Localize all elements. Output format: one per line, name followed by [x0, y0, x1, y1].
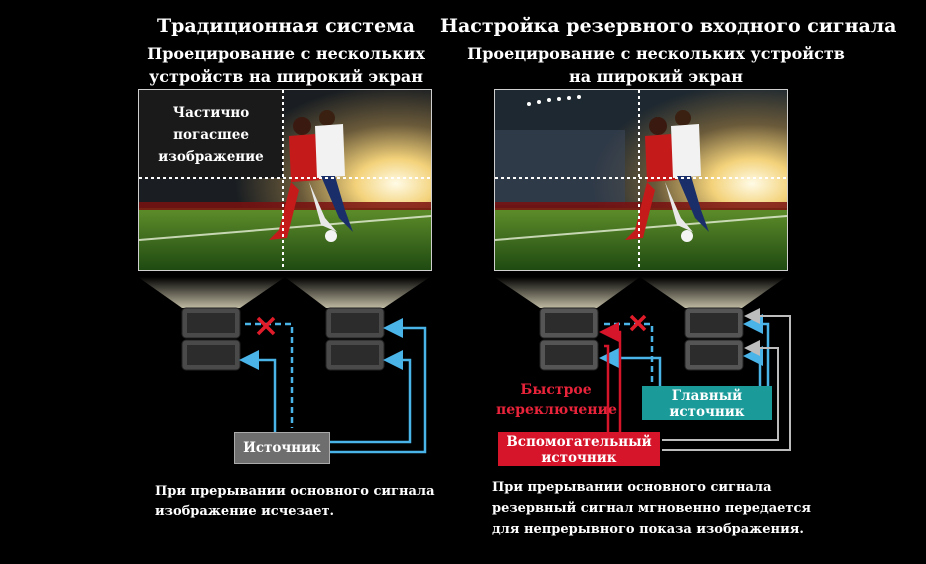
- left-cut-mark-icon: [256, 316, 276, 336]
- main-source-line2: источник: [669, 404, 745, 420]
- quick-switch-line2: переключение: [496, 402, 617, 418]
- left-title: Традиционная система: [157, 15, 415, 37]
- backup-source-line1: Вспомогательный: [506, 434, 652, 450]
- right-backup-cable-3: [662, 340, 779, 441]
- right-note-line1: При прерывании основного сигнала: [492, 480, 772, 495]
- left-projector-stack-2: [325, 307, 385, 371]
- left-cable-2: [328, 350, 412, 444]
- right-main-cable-1: [743, 346, 763, 386]
- right-note-line2: резервный сигнал мгновенно передается: [492, 501, 811, 516]
- left-note-line2: изображение исчезает.: [155, 504, 335, 519]
- left-stadium-image: [139, 90, 431, 270]
- dimmed-label-line1: Частично: [172, 105, 250, 121]
- right-backup-cable-2: [604, 344, 610, 432]
- right-subtitle-line2: на широкий экран: [569, 67, 743, 86]
- right-projector-stack-1: [539, 307, 599, 371]
- quick-switch-label: Быстрое переключение: [496, 380, 617, 420]
- left-beam-1: [138, 277, 285, 308]
- left-note-line1: При прерывании основного сигнала: [155, 484, 435, 499]
- quick-switch-line1: Быстрое: [520, 382, 592, 398]
- right-note-line3: для непрерывного показа изображения.: [492, 522, 804, 537]
- right-interrupted-cable: [604, 322, 654, 386]
- right-beam-2: [640, 277, 786, 308]
- dimmed-label-line3: изображение: [158, 149, 264, 165]
- left-cable-1: [239, 350, 277, 432]
- left-projection-screen: Частично погасшее изображение: [138, 89, 432, 271]
- right-title: Настройка резервного входного сигнала: [440, 15, 897, 37]
- right-note: При прерывании основного сигнала резервн…: [492, 477, 811, 540]
- right-projection-screen: [494, 89, 788, 271]
- right-projector-stack-2: [684, 307, 744, 371]
- right-backup-cable-1: [599, 322, 622, 432]
- backup-source-line2: источник: [541, 450, 617, 466]
- right-stadium-image: [495, 90, 787, 270]
- left-cable-3: [328, 318, 427, 454]
- left-source-box: Источник: [234, 432, 330, 464]
- left-subtitle-line1: Проецирование с нескольких: [147, 44, 425, 63]
- dimmed-label-line2: погасшее: [173, 127, 249, 143]
- main-source-line1: Главный: [671, 388, 743, 404]
- left-subtitle-line2: устройств на широкий экран: [149, 67, 423, 86]
- left-beam-2: [285, 277, 430, 308]
- right-cut-mark-icon: [629, 314, 647, 332]
- right-beam-1: [494, 277, 640, 308]
- right-backup-cable-4: [662, 308, 791, 451]
- backup-source-box: Вспомогательный источник: [498, 432, 660, 466]
- left-projector-stack-1: [181, 307, 241, 371]
- dimmed-image-label: Частично погасшее изображение: [139, 102, 283, 168]
- right-subtitle-line1: Проецирование с нескольких устройств: [467, 44, 845, 63]
- right-main-cable-3: [599, 348, 662, 390]
- left-note: При прерывании основного сигнала изображ…: [155, 482, 435, 522]
- left-interrupted-cable: [245, 322, 294, 428]
- main-source-box: Главный источник: [642, 386, 772, 420]
- right-main-cable-2: [743, 314, 770, 390]
